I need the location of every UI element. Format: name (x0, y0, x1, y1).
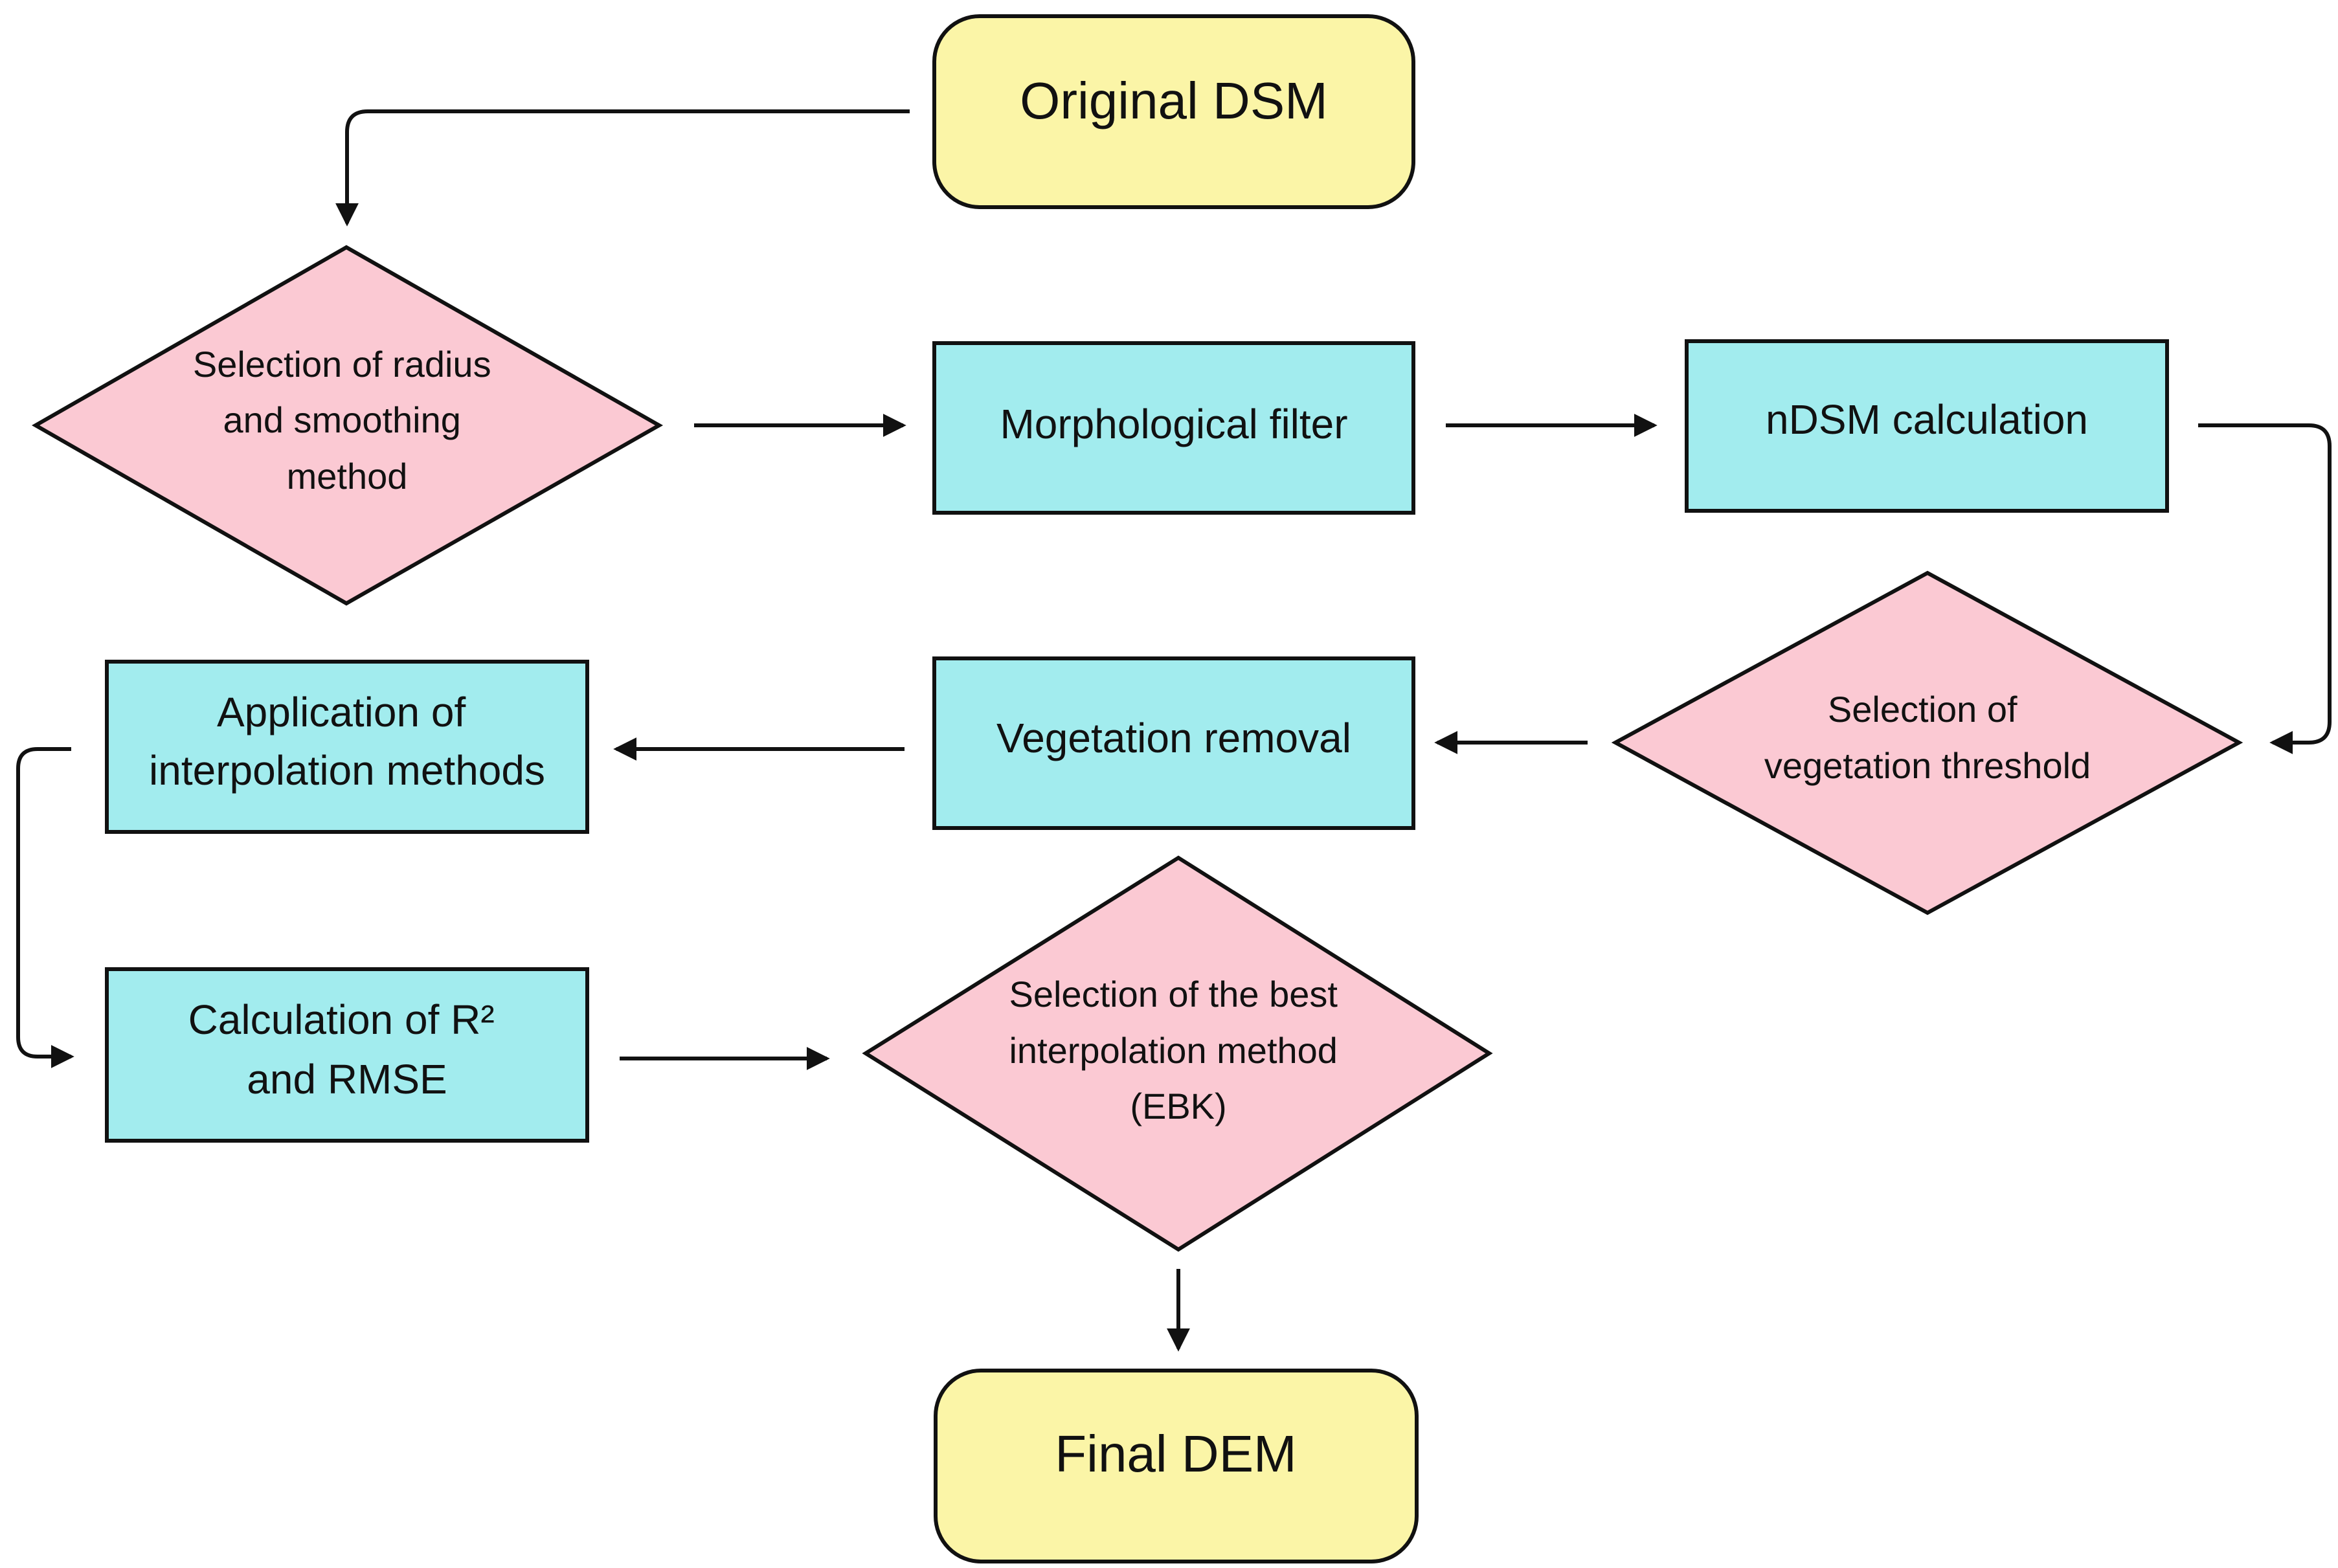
process-calculation-r2-rmse: Calculation of R² and RMSE (105, 967, 589, 1143)
decision-selection-vegetation: Selection of vegetation threshold (1611, 570, 2243, 915)
process-morphological-filter-label: Morphological filter (1000, 401, 1347, 447)
decision-selection-radius: Selection of radius and smoothing method (31, 245, 664, 606)
process-vegetation-removal: Vegetation removal (932, 656, 1415, 830)
decision-selection-best-method: Selection of the best interpolation meth… (862, 855, 1493, 1252)
terminal-original-dsm: Original DSM (932, 14, 1415, 209)
arrow-application-to-calculation (16, 747, 74, 1068)
process-vegetation-removal-label: Vegetation removal (996, 715, 1351, 761)
terminal-final-dem-label: Final DEM (1055, 1425, 1296, 1483)
decision-selection-radius-label: Selection of radius and smoothing method (193, 344, 501, 497)
process-calculation-r2-rmse-label: Calculation of R² and RMSE (188, 996, 506, 1103)
connectors (16, 109, 2332, 1352)
process-ndsm-calculation: nDSM calculation (1685, 339, 2169, 513)
process-application-interpolation: Application of interpolation methods (105, 660, 589, 834)
terminal-original-dsm-label: Original DSM (1020, 72, 1328, 129)
terminal-final-dem: Final DEM (934, 1369, 1419, 1563)
arrow-ndsm-to-vegthreshold (2198, 423, 2332, 754)
process-application-interpolation-label: Application of interpolation methods (149, 689, 545, 794)
process-ndsm-calculation-label: nDSM calculation (1766, 396, 2088, 443)
process-morphological-filter: Morphological filter (932, 341, 1415, 515)
decision-selection-best-method-label: Selection of the best interpolation meth… (1009, 974, 1347, 1126)
arrow-original-to-radius (335, 109, 910, 227)
decision-selection-vegetation-label: Selection of vegetation threshold (1764, 689, 2091, 786)
